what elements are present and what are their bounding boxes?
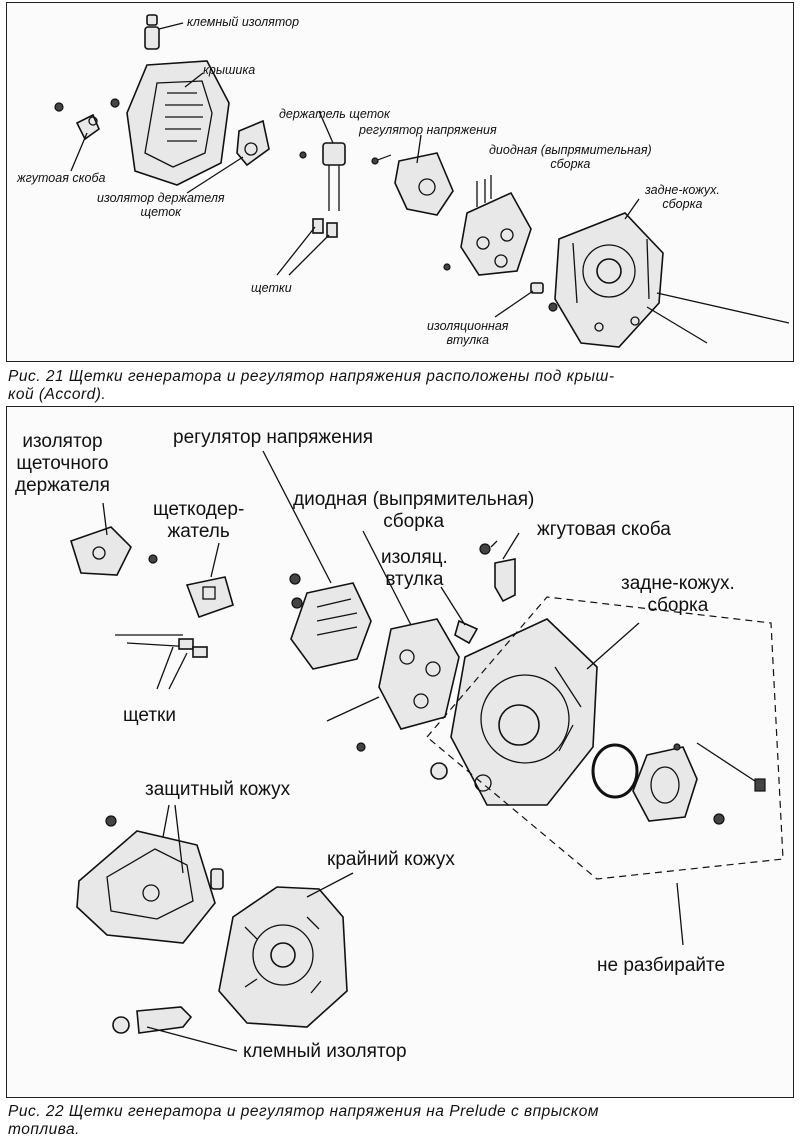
figure-22-diagram: изолятор щеточного держателя регулятор н… [6, 406, 794, 1098]
figure-21-caption: Рис. 21 Щетки генератора и регулятор нап… [8, 368, 615, 403]
figure-22-drawing [70, 450, 784, 1052]
brush-holder-insulator-part [70, 526, 158, 576]
fig21-label-brush-holder: держатель щеток [279, 107, 390, 121]
fig22-label-end-cover: крайний кожух [327, 849, 455, 870]
harness-bracket-part [454, 543, 516, 645]
rear-housing-part [430, 618, 598, 806]
fig22-label-harness-bracket: жгутовая скоба [537, 519, 671, 540]
fig21-label-voltage-regulator: регулятор напряжения [359, 123, 497, 137]
fig22-label-do-not-disassemble: не разбирайте [597, 955, 726, 976]
fig22-label-brushes: щетки [123, 705, 176, 726]
fig21-label-terminal-insulator: клемный изолятор [187, 15, 300, 29]
terminal-insulator-part [144, 14, 160, 50]
terminal-insulator-part [112, 1006, 193, 1034]
fig22-label-protective-cover: защитный кожух [145, 779, 291, 800]
screws-left-part [54, 98, 120, 141]
fig22-label-brush-holder: щеткодер- жатель [153, 499, 245, 542]
fig22-label-insulating-bushing: изоляц. втулка [381, 547, 448, 590]
fig22-label-rear-housing: задне-кожух. сборка [621, 573, 735, 616]
fig21-label-diode-assembly: диодная (выпрямительная) сборка [489, 143, 652, 171]
fig22-label-brush-holder-insulator: изолятор щеточного держателя [15, 431, 110, 496]
fig22-label-terminal-insulator: клемный изолятор [243, 1041, 407, 1062]
figure-21-diagram: клемный изолятор крышика держатель щеток… [6, 2, 794, 362]
brushes-part [115, 634, 208, 658]
end-cover-part [218, 886, 348, 1028]
insulating-bushing-part [530, 282, 558, 312]
figure-22-caption: Рис. 22 Щетки генератора и регулятор нап… [8, 1103, 599, 1138]
cover-part [126, 60, 230, 186]
brush-holder-part [185, 576, 234, 619]
brush-holder-part [299, 142, 346, 238]
diode-assembly-part [326, 618, 460, 752]
fig21-label-insulating-bushing: изоляционная втулка [427, 319, 509, 347]
leader-lines-fig22 [102, 450, 684, 1052]
figure-21-drawing [54, 14, 790, 348]
leader-lines-fig21 [70, 22, 790, 344]
fig21-label-rear-housing: задне-кожух. сборка [645, 183, 720, 211]
fig21-label-brush-holder-insulator: изолятор держателя щеток [97, 191, 225, 219]
do-not-disassemble-boundary [426, 596, 784, 880]
rear-housing-part [554, 212, 664, 348]
fig22-label-diode-assembly: диодная (выпрямительная) сборка [293, 489, 535, 532]
voltage-regulator-part [289, 573, 372, 670]
fig22-label-voltage-regulator: регулятор напряжения [173, 427, 374, 448]
bearing-retainer-part [591, 742, 766, 825]
diode-assembly-part [443, 179, 532, 276]
protective-cover-part [76, 815, 224, 944]
fig21-label-brushes: щетки [251, 281, 292, 295]
voltage-regulator-part [371, 152, 454, 216]
fig21-label-harness-bracket: жгутоая скоба [17, 171, 106, 185]
fig21-label-cover: крышика [203, 63, 256, 77]
brush-holder-insulator-part [236, 119, 270, 167]
